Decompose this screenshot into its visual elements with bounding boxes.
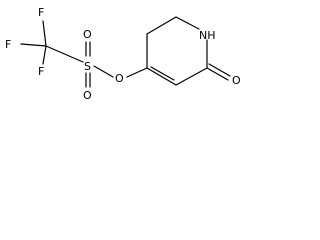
atom-o-sulfonyl-bottom: O (83, 89, 92, 102)
bond-c3-c4-inner (150, 66, 175, 81)
bond-c-f-top (42, 20, 47, 47)
bond-c2-o-b (208, 63, 231, 77)
atom-f-left: F (5, 38, 11, 51)
bond-s-o-ester (93, 65, 114, 78)
bond-c-s (45, 45, 84, 63)
bond-c2-c3 (175, 67, 208, 86)
atom-f-bottom: F (38, 65, 44, 78)
bond-c6-n (175, 16, 200, 30)
bond-c3-c4 (146, 67, 177, 86)
bond-c5-c6 (146, 16, 177, 35)
chemical-structure: F F F O S O O NH O (5, 6, 241, 102)
atom-o-carbonyl: O (232, 74, 241, 87)
bond-c2-o-a (206, 67, 229, 81)
bond-c-f-left (20, 43, 47, 47)
atom-sulfur: S (84, 60, 91, 73)
atom-f-top: F (38, 6, 44, 19)
atom-o-sulfonyl-top: O (83, 28, 92, 41)
atom-o-ester: O (115, 72, 124, 85)
bond-c-f-bottom (42, 45, 47, 65)
atom-nh: NH (199, 29, 216, 42)
bond-o-c4 (126, 67, 148, 78)
